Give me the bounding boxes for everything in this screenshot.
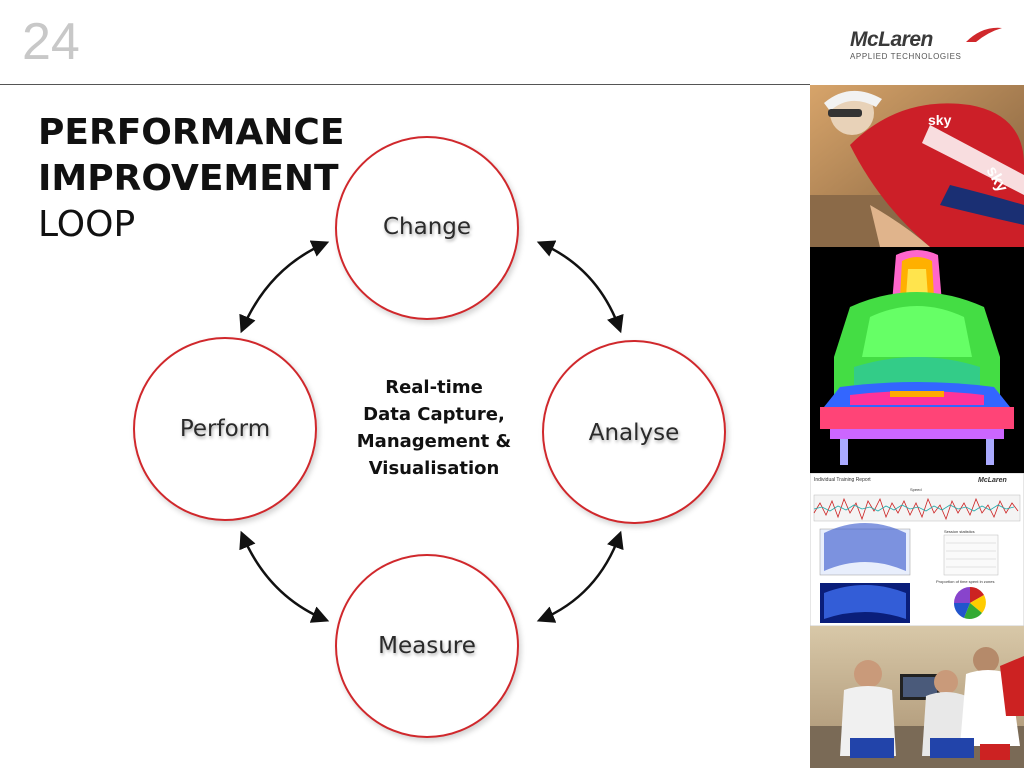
report-title: Individual Training Report (814, 477, 871, 483)
node-analyse-label: Analyse (588, 420, 680, 446)
node-change-label: Change (382, 214, 472, 240)
arrow-change-analyse (536, 240, 624, 334)
node-change (335, 136, 519, 320)
center-caption: Real-time Data Capture, Management & Vis… (334, 374, 534, 482)
node-analyse (542, 340, 726, 524)
logo-wordmark: McLaren (850, 28, 933, 51)
logo-subtitle: APPLIED TECHNOLOGIES (850, 52, 962, 61)
node-perform-label: Perform (179, 416, 271, 442)
cycle-arrows (239, 240, 624, 623)
report-speed-label: Speed (910, 487, 922, 492)
svg-text:sky: sky (928, 112, 952, 128)
title-line-2: IMPROVEMENT (38, 158, 339, 199)
center-line-2: Data Capture, (363, 404, 505, 425)
report-pie-title: Proportion of time spent in zones (936, 579, 994, 584)
arrow-analyse-measure (536, 530, 624, 623)
node-perform (133, 337, 317, 521)
arrow-measure-perform (239, 530, 330, 623)
node-measure (335, 554, 519, 738)
slide-title: PERFORMANCE IMPROVEMENT LOOP (38, 110, 344, 248)
title-line-3: LOOP (38, 204, 136, 245)
swoosh-icon (966, 27, 1002, 42)
center-line-3: Management & (356, 431, 512, 452)
node-measure-label: Measure (378, 633, 476, 659)
report-logo: McLaren (978, 477, 1007, 484)
center-line-4: Visualisation (368, 458, 500, 479)
zones-pie-chart (953, 586, 986, 619)
aero-thermal-map (810, 247, 1024, 473)
center-line-1: Real-time (385, 377, 483, 398)
header-divider (0, 84, 810, 85)
slide-number: 24 (22, 13, 80, 71)
report-stats-title: Session statistics (944, 529, 975, 534)
team-analysis-photo (810, 626, 1024, 768)
training-report-screenshot: Individual Training Report McLaren Speed… (810, 473, 1024, 626)
mclaren-logo: McLaren APPLIED TECHNOLOGIES (846, 24, 1006, 64)
title-line-1: PERFORMANCE (38, 112, 345, 153)
cyclist-photo: sky sky (810, 85, 1024, 247)
arrow-perform-change (239, 240, 330, 334)
